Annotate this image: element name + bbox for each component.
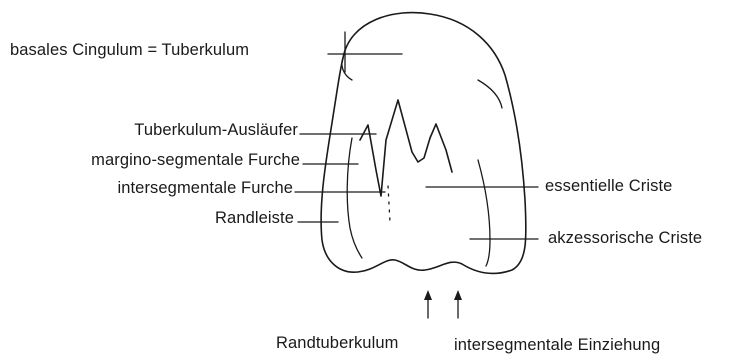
right-inner-margin <box>477 79 503 109</box>
cusp-spikes <box>359 99 453 197</box>
central-dotted-ridge <box>387 185 391 223</box>
label-intersegmental-notch: intersegmentale Einziehung <box>454 336 661 354</box>
arrow-marginal-tubercle-head <box>424 290 432 300</box>
right-inner-margin-lower <box>477 159 491 267</box>
label-tuberculum-extension: Tuberkulum-Ausläufer <box>134 121 298 139</box>
label-marginal-ridge: Randleiste <box>215 209 294 227</box>
crown-outline <box>320 11 527 275</box>
label-margino-segmental-groove: margino-segmentale Furche <box>91 151 300 169</box>
label-essential-crest: essentielle Criste <box>545 177 673 195</box>
label-accessory-crest: akzessorische Criste <box>548 229 703 247</box>
arrow-intersegmental-notch-head <box>454 290 462 300</box>
label-intersegmental-groove: intersegmentale Furche <box>117 179 293 197</box>
label-basal-cingulum: basales Cingulum = Tuberkulum <box>10 41 250 59</box>
left-inner-margin <box>346 137 363 259</box>
label-marginal-tubercle: Randtuberkulum <box>276 334 399 352</box>
marginal-ridge-line <box>341 57 353 81</box>
